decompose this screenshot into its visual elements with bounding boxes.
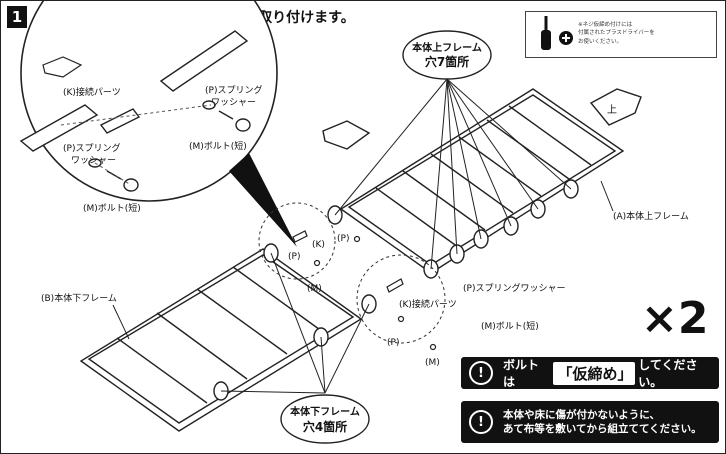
note1-prefix: ボルトは — [503, 358, 540, 389]
lower-holes-label-2: 穴4箇所 — [303, 419, 347, 434]
note2-line1: 本体や床に傷が付かないように、 — [503, 408, 660, 421]
joint-m-label-2: (M) — [425, 358, 440, 368]
detail-p-label-top-2: ワッシャー — [211, 98, 256, 108]
screwdriver-note-text: ※ネジ仮締め付けには 付属されたプラスドライバーを お使いください。 — [578, 22, 655, 45]
detail-p-label-left-2: ワッシャー — [71, 156, 116, 166]
screwdriver-note: ※ネジ仮締め付けには 付属されたプラスドライバーを お使いください。 — [525, 11, 717, 58]
up-arrow-icon — [589, 88, 642, 126]
up-label: 上 — [607, 104, 617, 116]
detail-m-label-left: (M)ボルト(短) — [83, 202, 141, 214]
joint-circle-right — [356, 254, 446, 344]
joint-p-label-2: (P) — [288, 252, 300, 262]
note1-highlight: 「仮締め」 — [552, 361, 636, 385]
step-number: 1 — [7, 6, 27, 28]
exclamation-icon: ! — [469, 410, 493, 434]
note2-line2: あて布等を敷いてから組立ててください。 — [503, 423, 702, 435]
note-protect-floor: ! 本体や床に傷が付かないように、 あて布等を敷いてから組立ててください。 — [461, 401, 719, 443]
joint-p-label-1: (P) — [337, 234, 349, 244]
lower-holes-label-1: 本体下フレーム — [290, 405, 360, 418]
upper-holes-label-2: 穴7箇所 — [425, 54, 469, 69]
upper-callout-lines — [334, 78, 572, 270]
screwdriver-icon — [541, 16, 573, 50]
lower-holes — [213, 243, 377, 401]
detail-magnifier — [19, 1, 297, 247]
joint-p-spring-label: (P)スプリングワッシャー — [463, 282, 565, 294]
joint-k-label-1: (K) — [312, 240, 325, 250]
upper-frame — [339, 88, 625, 274]
joint-m-bolt-label: (M)ボルト(短) — [481, 320, 539, 332]
joint-circle-left — [258, 202, 336, 280]
front-arrow-icon — [322, 120, 371, 150]
note-temp-tighten: ! ボルトは 「仮締め」 してください。 — [461, 357, 719, 389]
detail-k-label: (K)接続パーツ — [63, 86, 121, 98]
upper-holes-bubble — [402, 30, 492, 80]
frame-a-label: (A)本体上フレーム — [613, 210, 689, 222]
exclamation-icon: ! — [469, 361, 493, 385]
frame-b-label: (B)本体下フレーム — [41, 292, 117, 304]
detail-p-label-left-1: (P)スプリング — [63, 142, 120, 154]
upper-holes-label-1: 本体上フレーム — [412, 41, 482, 54]
front-arrow-small-icon — [42, 56, 83, 78]
note1-suffix: してください。 — [638, 358, 698, 389]
multiplier: ×2 — [641, 293, 709, 344]
joint-p-label-3: (P) — [387, 338, 399, 348]
lower-holes-bubble — [280, 394, 370, 444]
lower-callout-lines — [220, 252, 370, 394]
joint-k-label-2: (K)接続パーツ — [399, 298, 457, 310]
detail-m-label-top: (M)ボルト(短) — [189, 140, 247, 152]
detail-p-label-top-1: (P)スプリング — [205, 84, 262, 96]
joint-m-label-1: (M) — [307, 284, 322, 294]
upper-holes — [327, 179, 579, 279]
lower-frame — [79, 248, 363, 432]
